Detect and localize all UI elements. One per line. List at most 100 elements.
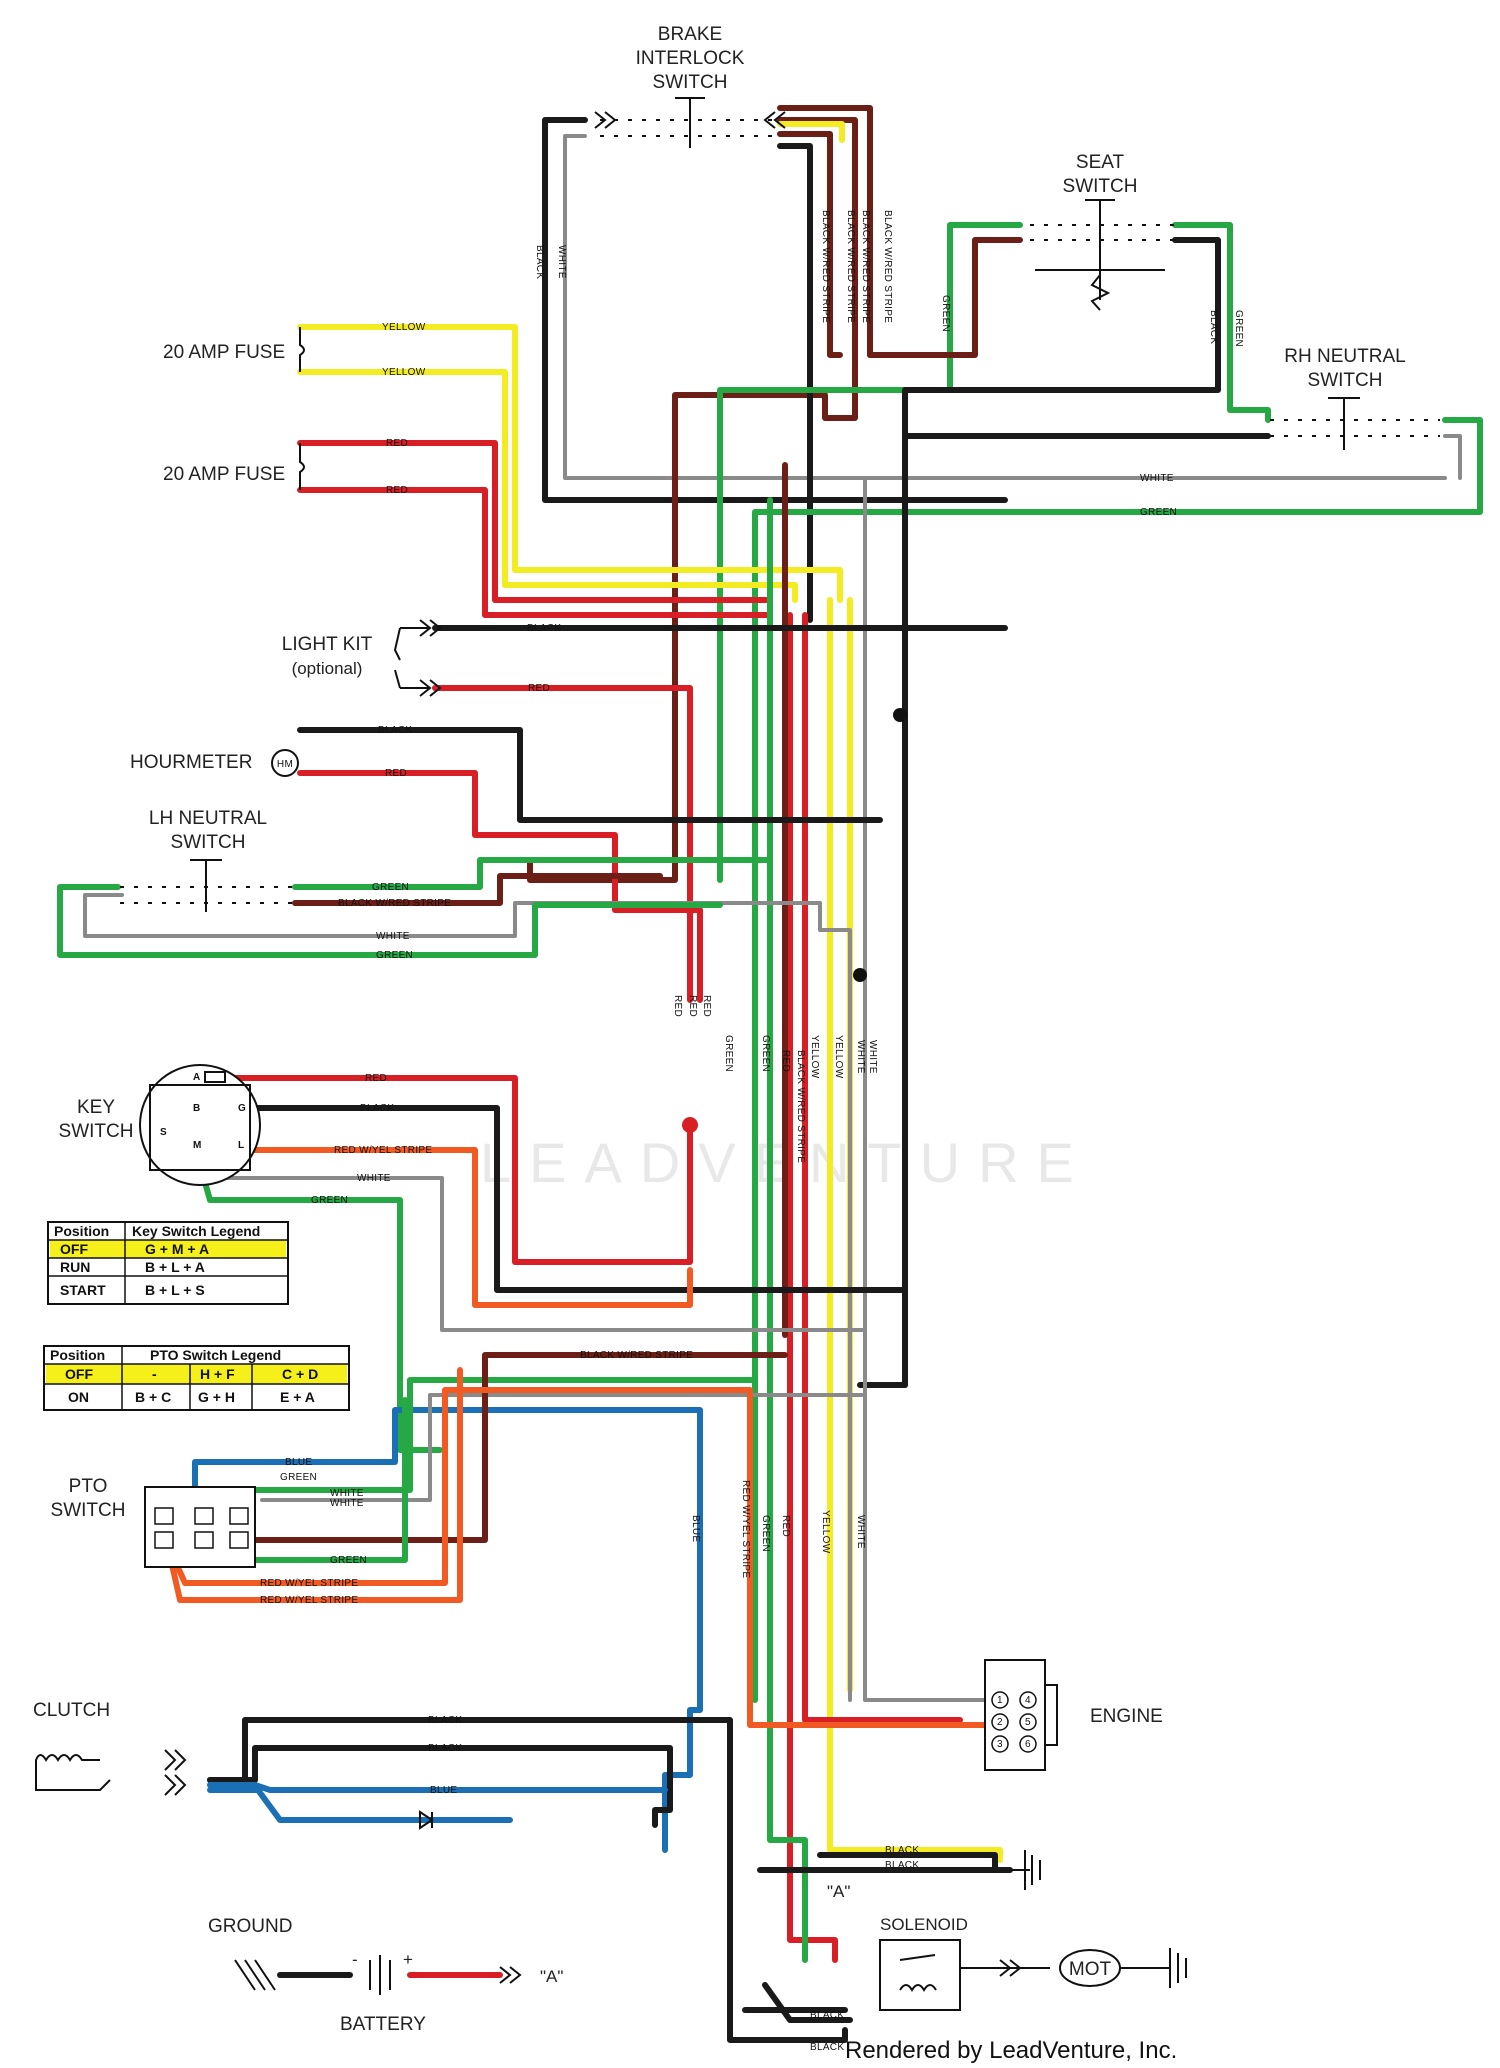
rh-neutral-switch: RH NEUTRAL SWITCH: [1270, 346, 1440, 450]
light-kit-connector-1: [400, 619, 442, 637]
key-terminal-b: B: [193, 1103, 201, 1114]
rh-label-2: SWITCH: [1308, 370, 1383, 391]
lh-label-1: LH NEUTRAL: [149, 808, 267, 829]
brake-label-1: BRAKE: [658, 24, 722, 45]
battery-connector: [499, 1966, 522, 1984]
engine-pin-1: [991, 1691, 1009, 1709]
key-legend-border: [47, 1221, 289, 1305]
key-label-1: KEY: [77, 1097, 115, 1118]
wire-black-brake-left: [542, 117, 1008, 503]
tag-v-yellow-3: YELLOW: [820, 1510, 831, 1554]
wire-yellow-fuse-top: [297, 324, 843, 603]
rh-label-1: RH NEUTRAL: [1284, 346, 1405, 367]
tag-v-red-1: RED: [672, 995, 683, 1017]
wire-blkred-lh: [292, 873, 663, 906]
wire-white-pto: [260, 1393, 867, 1502]
wire-black-brake-4: [777, 143, 813, 623]
solenoid: SOLENOID "A": [827, 1882, 1050, 2011]
wire-green-key: [197, 1162, 443, 1453]
engine-pin-3: [991, 1735, 1009, 1753]
key-legend-highlight: [50, 1240, 286, 1258]
tag-red-light: RED: [528, 683, 550, 694]
tag-v-red-5: RED: [780, 1515, 791, 1537]
wire-red-hour: [297, 770, 703, 1003]
wire-white-key: [208, 1176, 867, 1332]
tag-green-pto-2: GREEN: [330, 1555, 367, 1566]
solenoid-output: [960, 1959, 1050, 1977]
key-switch: KEY SWITCH A B G S M L: [59, 1064, 261, 1186]
tag-green-pto: GREEN: [280, 1472, 317, 1483]
tag-yellow-2: YELLOW: [382, 367, 426, 378]
brake-connector-right: [763, 111, 786, 129]
tag-blkred-h: BLACK W/RED STRIPE: [580, 1350, 693, 1361]
fuse-yellow-symbol: [299, 327, 305, 372]
key-legend-r1-pos: OFF: [60, 1241, 88, 1257]
splice-dots: [682, 708, 907, 1133]
tag-white-pto-1: WHITE: [330, 1488, 364, 1499]
brake-interlock-switch: BRAKE INTERLOCK SWITCH: [594, 24, 786, 148]
tag-redyel-pto-2: RED W/YEL STRIPE: [260, 1595, 358, 1606]
clutch: CLUTCH: [33, 1700, 434, 1830]
wire-yellow-brake: [777, 121, 845, 143]
tag-black-hour: BLACK: [378, 725, 412, 736]
tag-white-pto-2: WHITE: [330, 1498, 364, 1509]
wires: [57, 105, 1483, 2043]
pto-switch-body: [144, 1486, 256, 1568]
tag-v-blkred-5: BLACK W/RED STRIPE: [795, 1050, 806, 1163]
tag-v-white-1: WHITE: [855, 1040, 866, 1074]
engine-pin-label-5: 5: [1025, 1717, 1031, 1728]
wire-white-bus: [863, 476, 992, 1702]
tag-blkred-lh: BLACK W/RED STRIPE: [338, 898, 451, 909]
tag-v-redyel: RED W/YEL STRIPE: [740, 1480, 751, 1578]
wire-red-fuse-bottom: [297, 487, 773, 618]
tag-red-hour: RED: [385, 768, 407, 779]
wire-red-light: [432, 685, 693, 1003]
wire-blue-diode: [207, 1787, 513, 1823]
key-legend-h2: Key Switch Legend: [132, 1223, 260, 1239]
ground-icon-engine: [1010, 1850, 1041, 1890]
pto-legend-r2-pos: ON: [68, 1389, 89, 1405]
pto-terminal-2: [194, 1507, 214, 1525]
battery-point-a: "A": [540, 1967, 563, 1986]
engine-pin-label-2: 2: [997, 1717, 1003, 1728]
engine-pin-6: [1019, 1735, 1037, 1753]
key-legend-r2-val: B + L + A: [145, 1259, 205, 1275]
motor-label: MOT: [1069, 1959, 1112, 1980]
wire-redyel-key: [239, 1147, 693, 1308]
key-legend-h1: Position: [54, 1223, 109, 1239]
wire-blue-clutch: [207, 1782, 668, 1793]
key-switch-legend: Position Key Switch Legend OFF G + M + A…: [47, 1221, 289, 1305]
wire-red-bus-2: [802, 612, 963, 1723]
tag-v-green-1: GREEN: [723, 1035, 734, 1072]
wire-redyel-pto-1: [167, 1387, 988, 1728]
wire-white-brake-left: [563, 134, 1447, 480]
pto-label-1: PTO: [69, 1476, 108, 1497]
wire-black-solenoid-1: [762, 1982, 853, 2023]
tag-v-white-2: WHITE: [867, 1040, 878, 1074]
footer-credit: Rendered by LeadVenture, Inc.: [845, 2037, 1177, 2064]
wire-black-clutch-mid: [207, 1745, 673, 1828]
pto-terminal-3: [229, 1507, 249, 1525]
key-switch-housing: [149, 1084, 251, 1171]
tag-v-green-seat-r: GREEN: [1233, 310, 1244, 347]
key-terminal-m: M: [193, 1140, 202, 1151]
solenoid-point-a: "A": [827, 1882, 850, 1901]
tag-v-green-seat: GREEN: [940, 295, 951, 332]
wire-yellow-bus-1: [827, 597, 1003, 1863]
brake-connector-left: [594, 111, 617, 129]
light-kit: LIGHT KIT (optional): [282, 619, 442, 697]
engine-housing: [984, 1659, 1046, 1771]
wire-white-rh: [1443, 434, 1462, 480]
engine-pin-5: [1019, 1713, 1037, 1731]
wire-green-bus: [767, 497, 808, 1963]
pto-legend-r1-c2: H + F: [200, 1366, 235, 1382]
wire-blue-pto: [167, 1407, 703, 1853]
wire-yellow-fuse-bottom: [297, 369, 798, 603]
tag-blue-pto: BLUE: [285, 1457, 312, 1468]
clutch-connector-1: [164, 1749, 187, 1771]
splice-dot-1: [893, 708, 907, 722]
wire-red-key: [215, 1075, 693, 1265]
wire-redyel-pto-2: [167, 1367, 463, 1603]
ground-symbols: [234, 1850, 1187, 1991]
wire-blkred-seat: [867, 237, 1023, 358]
